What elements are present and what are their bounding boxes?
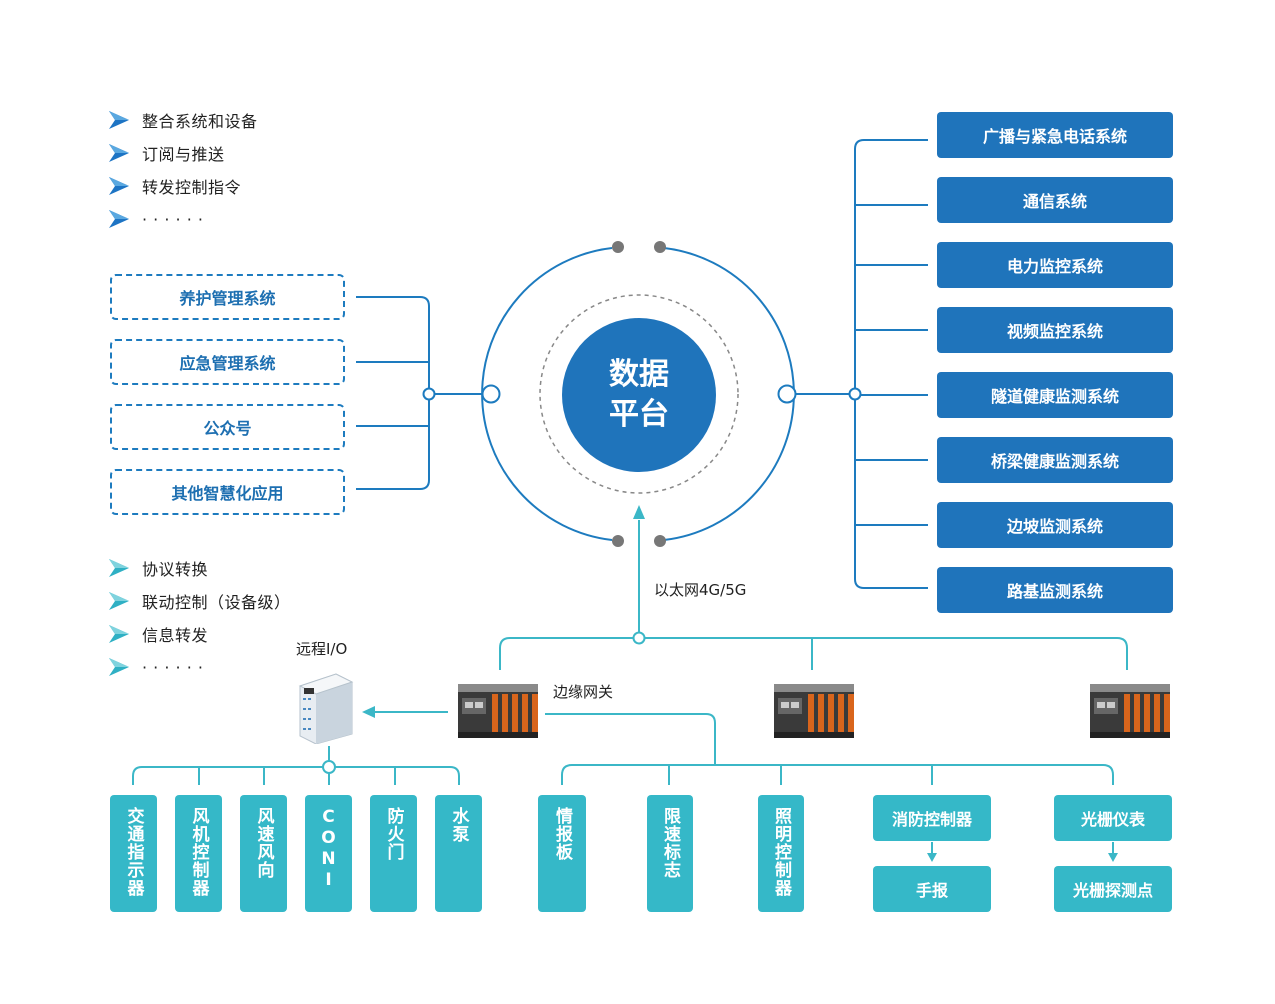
edge-gateway-device-icon[interactable] <box>456 682 542 740</box>
device-water-pump[interactable]: 水泵 <box>435 795 482 912</box>
device-wind-sensor[interactable]: 风速风向 <box>240 795 287 912</box>
device-coni[interactable]: CONI <box>305 795 352 912</box>
arrow-icon <box>109 592 129 610</box>
remote-io-device-icon[interactable] <box>296 668 356 744</box>
system-label: 路基监测系统 <box>1006 582 1103 601</box>
arrow-icon <box>109 658 129 676</box>
device-grating-meter[interactable]: 光栅仪表 <box>1054 795 1172 841</box>
remote-io-label: 远程I/O <box>296 640 348 658</box>
device-label: 情报板 <box>552 807 572 861</box>
arrow-icon <box>109 625 129 643</box>
device-label: 消防控制器 <box>891 810 972 829</box>
device-label: CONI <box>318 807 339 891</box>
feature-label: 联动控制（设备级） <box>142 593 291 612</box>
feature-label: · · · · · · <box>142 209 204 229</box>
device-label: 风机控制器 <box>188 807 209 897</box>
device-speed-limit-sign[interactable]: 限速标志 <box>647 795 693 912</box>
system-box-communication[interactable]: 通信系统 <box>937 177 1173 223</box>
device-label: 限速标志 <box>660 807 680 879</box>
app-label: 应急管理系统 <box>179 354 276 373</box>
device-label: 风速风向 <box>253 807 274 879</box>
app-box-other[interactable]: 其他智慧化应用 <box>110 469 345 515</box>
feature-item: 信息转发 <box>108 622 208 646</box>
feature-item: · · · · · · <box>108 207 203 231</box>
system-label: 视频监控系统 <box>1006 322 1103 341</box>
edge-gateway-device-icon[interactable] <box>772 682 858 740</box>
system-label: 边坡监测系统 <box>1006 517 1103 536</box>
app-box-emergency[interactable]: 应急管理系统 <box>110 339 345 385</box>
system-label: 桥梁健康监测系统 <box>990 452 1119 471</box>
device-label: 手报 <box>915 881 948 900</box>
device-label: 光栅仪表 <box>1080 810 1145 829</box>
device-label: 交通指示器 <box>123 807 144 897</box>
app-label: 养护管理系统 <box>179 289 276 308</box>
system-box-power[interactable]: 电力监控系统 <box>937 242 1173 288</box>
feature-label: 转发控制指令 <box>142 178 242 197</box>
arrow-icon <box>109 559 129 577</box>
device-traffic-indicator[interactable]: 交通指示器 <box>110 795 157 912</box>
system-box-broadcast[interactable]: 广播与紧急电话系统 <box>937 112 1173 158</box>
system-label: 广播与紧急电话系统 <box>982 127 1127 146</box>
arrow-icon <box>109 111 129 129</box>
device-label: 照明控制器 <box>771 807 791 897</box>
system-box-bridge[interactable]: 桥梁健康监测系统 <box>937 437 1173 483</box>
system-box-roadbed[interactable]: 路基监测系统 <box>937 567 1173 613</box>
data-platform-node[interactable]: 数据 平台 <box>562 318 716 472</box>
device-fan-controller[interactable]: 风机控制器 <box>175 795 222 912</box>
app-label: 其他智慧化应用 <box>171 484 284 503</box>
feature-item: 联动控制（设备级） <box>108 589 291 613</box>
device-manual-alarm[interactable]: 手报 <box>873 866 991 912</box>
gateway-label: 边缘网关 <box>553 683 614 701</box>
feature-label: 订阅与推送 <box>142 145 225 164</box>
system-box-tunnel[interactable]: 隧道健康监测系统 <box>937 372 1173 418</box>
feature-item: 转发控制指令 <box>108 174 241 198</box>
feature-label: 整合系统和设备 <box>142 112 258 131</box>
app-label: 公众号 <box>203 419 252 438</box>
system-box-video[interactable]: 视频监控系统 <box>937 307 1173 353</box>
device-info-board[interactable]: 情报板 <box>538 795 586 912</box>
system-label: 电力监控系统 <box>1006 257 1103 276</box>
app-box-maintenance[interactable]: 养护管理系统 <box>110 274 345 320</box>
feature-label: 协议转换 <box>142 560 209 579</box>
feature-label: 信息转发 <box>142 626 209 645</box>
feature-label: · · · · · · <box>142 657 204 677</box>
device-label: 光栅探测点 <box>1072 881 1153 900</box>
device-label: 防火门 <box>383 807 404 861</box>
center-title-line1: 数据 <box>609 357 669 392</box>
device-lighting-controller[interactable]: 照明控制器 <box>758 795 804 912</box>
system-label: 隧道健康监测系统 <box>990 387 1119 406</box>
device-grating-detector[interactable]: 光栅探测点 <box>1054 866 1172 912</box>
feature-item: · · · · · · <box>108 655 203 679</box>
app-box-public-account[interactable]: 公众号 <box>110 404 345 450</box>
feature-item: 订阅与推送 <box>108 141 225 165</box>
device-label: 水泵 <box>448 807 469 843</box>
arrow-icon <box>109 210 129 228</box>
feature-item: 协议转换 <box>108 556 208 580</box>
device-fire-door[interactable]: 防火门 <box>370 795 417 912</box>
edge-gateway-device-icon[interactable] <box>1088 682 1174 740</box>
device-fire-controller[interactable]: 消防控制器 <box>873 795 991 841</box>
arrow-icon <box>109 177 129 195</box>
center-title-line2: 平台 <box>609 397 669 432</box>
arrow-icon <box>109 144 129 162</box>
system-label: 通信系统 <box>1022 192 1087 211</box>
feature-item: 整合系统和设备 <box>108 108 258 132</box>
network-label: 以太网4G/5G <box>654 581 747 599</box>
system-box-slope[interactable]: 边坡监测系统 <box>937 502 1173 548</box>
